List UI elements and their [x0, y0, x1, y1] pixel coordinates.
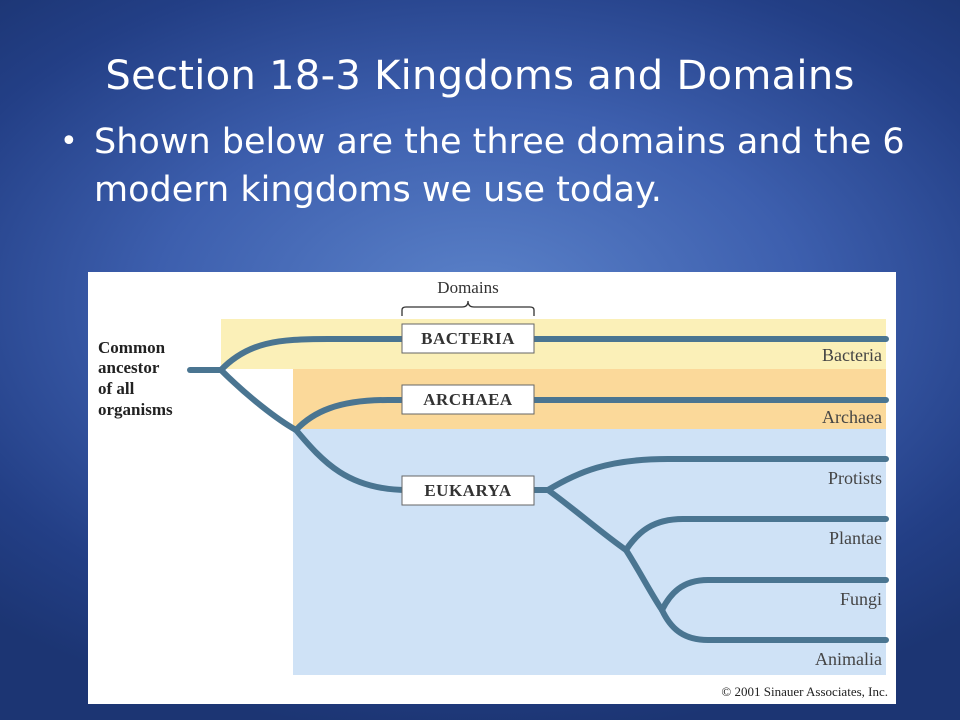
- kingdom-label-archaea: Archaea: [822, 407, 882, 427]
- branch-animalia: [659, 607, 889, 643]
- root-label-line-2: ancestor: [98, 358, 160, 377]
- domain-box-eukarya: [401, 475, 535, 506]
- branch-eukarya: [293, 427, 551, 493]
- domain-box-bacteria: [401, 323, 535, 354]
- root-label-line-1: Common: [98, 338, 166, 357]
- domain-label-eukarya: EUKARYA: [424, 481, 512, 500]
- phylogenetic-tree-svg: Domains BACTERIA ARCHAEA EUKARYA Common …: [98, 278, 889, 699]
- tree-branches: [187, 336, 889, 643]
- branch-protists: [545, 456, 889, 493]
- branch-euk-inner: [545, 487, 629, 553]
- domain-label-bacteria: BACTERIA: [421, 329, 515, 348]
- kingdom-labels: Bacteria Archaea Protists Plantae Fungi …: [815, 345, 882, 669]
- copyright-notice: © 2001 Sinauer Associates, Inc.: [721, 684, 888, 699]
- domain-box-archaea: [401, 384, 535, 415]
- branch-arch-euk-stem: [218, 367, 299, 433]
- branch-archaea: [293, 397, 889, 433]
- kingdom-label-plantae: Plantae: [829, 528, 882, 548]
- kingdom-label-protists: Protists: [828, 468, 882, 488]
- kingdom-label-bacteria: Bacteria: [822, 345, 882, 365]
- domains-heading: Domains: [437, 278, 498, 297]
- root-label-line-4: organisms: [98, 400, 173, 419]
- bullet-text: Shown below are the three domains and th…: [94, 122, 905, 210]
- band-bacteria: [221, 319, 886, 369]
- domain-label-archaea: ARCHAEA: [423, 390, 513, 409]
- branch-opisthokont: [623, 547, 665, 613]
- branch-fungi: [659, 577, 889, 613]
- branch-plantae: [623, 516, 889, 553]
- slide-title: Section 18-3 Kingdoms and Domains: [105, 53, 855, 99]
- root-label: Common ancestor of all organisms: [98, 338, 173, 419]
- root-label-line-3: of all: [98, 379, 135, 398]
- bullet-dot-icon: •: [60, 124, 78, 159]
- branch-bacteria: [218, 336, 889, 373]
- kingdom-label-animalia: Animalia: [815, 649, 882, 669]
- kingdom-label-fungi: Fungi: [840, 589, 882, 609]
- phylogenetic-tree-figure: Domains BACTERIA ARCHAEA EUKARYA Common …: [88, 272, 896, 704]
- domains-brace: [401, 300, 535, 316]
